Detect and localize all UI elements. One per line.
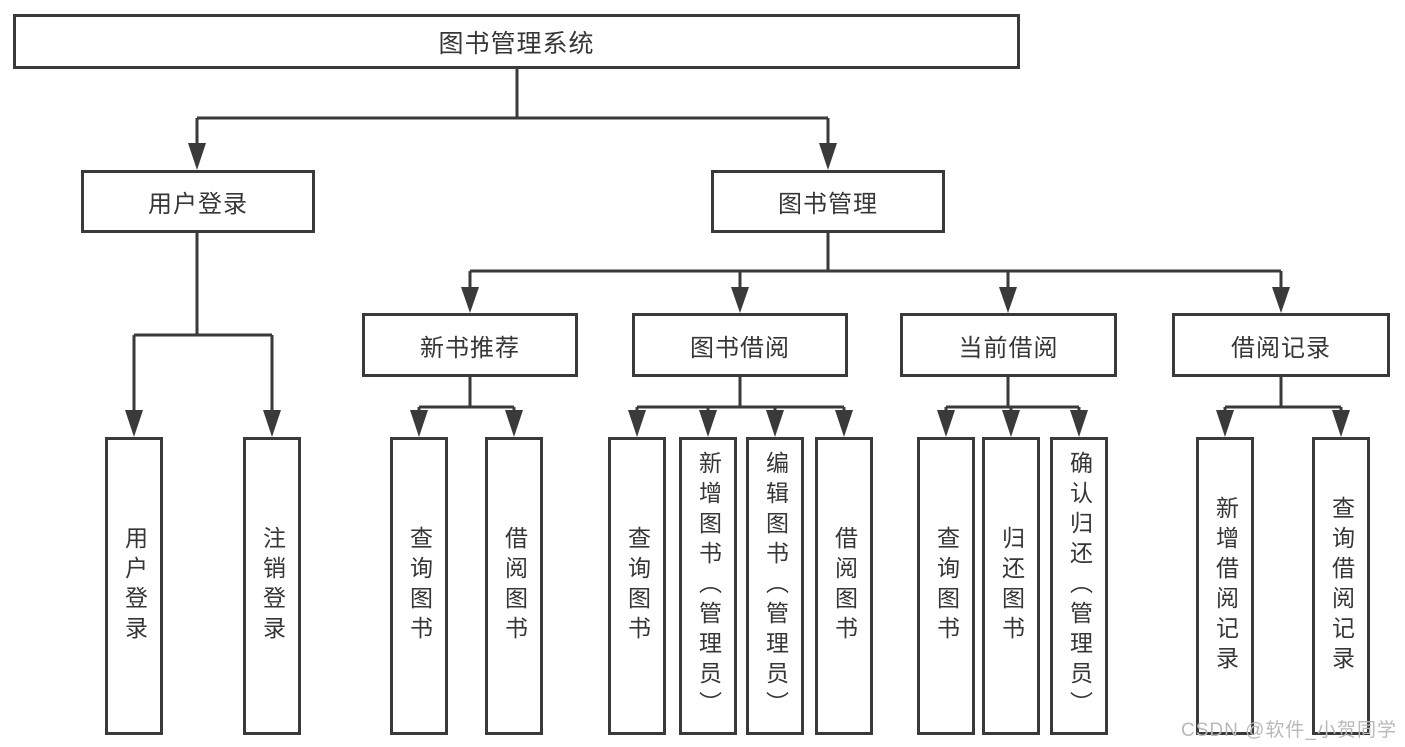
node-label: 确认归还（管理员） [1066, 451, 1093, 721]
csdn-watermark: CSDN @软件_小贺同学 [1181, 720, 1397, 741]
node-label: 借阅图书 [831, 526, 858, 646]
leaf-user-login: 用户登录 [105, 437, 163, 735]
node-book-management: 图书管理 [711, 170, 945, 233]
leaf-confirm-return-admin: 确认归还（管理员） [1050, 437, 1108, 735]
leaf-edit-books-admin: 编辑图书（管理员） [746, 437, 804, 735]
node-user-login: 用户登录 [81, 170, 315, 233]
leaf-query-books-borrowing: 查询图书 [608, 437, 666, 735]
node-label: 查询借阅记录 [1328, 496, 1355, 676]
node-label: 归还图书 [998, 526, 1025, 646]
node-book-borrowing: 图书借阅 [632, 313, 848, 377]
leaf-borrow-books-borrowing: 借阅图书 [815, 437, 873, 735]
node-label: 图书管理 [778, 191, 878, 218]
node-label: 查询图书 [406, 526, 433, 646]
leaf-query-books-current: 查询图书 [917, 437, 975, 735]
node-label: 编辑图书（管理员） [762, 451, 789, 721]
node-borrowing-records: 借阅记录 [1172, 313, 1390, 377]
leaf-add-books-admin: 新增图书（管理员） [679, 437, 737, 735]
leaf-logout: 注销登录 [243, 437, 301, 735]
node-label: 查询图书 [933, 526, 960, 646]
node-label: 当前借阅 [958, 334, 1059, 362]
arrowheads [125, 143, 1350, 437]
node-label: 新增借阅记录 [1212, 496, 1239, 676]
node-new-book-recommendation: 新书推荐 [362, 313, 578, 377]
node-label: 新增图书（管理员） [695, 451, 722, 721]
node-label: 借阅图书 [501, 526, 528, 646]
leaf-borrow-books-recommend: 借阅图书 [485, 437, 543, 735]
leaf-query-borrow-record: 查询借阅记录 [1312, 437, 1370, 735]
node-current-borrowing: 当前借阅 [900, 313, 1117, 377]
node-label: 注销登录 [259, 526, 286, 646]
leaf-query-books-recommend: 查询图书 [390, 437, 448, 735]
node-library-management-system: 图书管理系统 [13, 14, 1020, 69]
node-label: 图书管理系统 [438, 29, 595, 58]
leaf-add-borrow-record: 新增借阅记录 [1196, 437, 1254, 735]
node-label: 借阅记录 [1231, 334, 1331, 362]
node-label: 图书借阅 [690, 334, 790, 362]
node-label: 用户登录 [121, 526, 148, 646]
leaf-return-books: 归还图书 [982, 437, 1040, 735]
node-label: 用户登录 [148, 191, 248, 218]
node-label: 新书推荐 [420, 334, 520, 362]
node-label: 查询图书 [624, 526, 651, 646]
